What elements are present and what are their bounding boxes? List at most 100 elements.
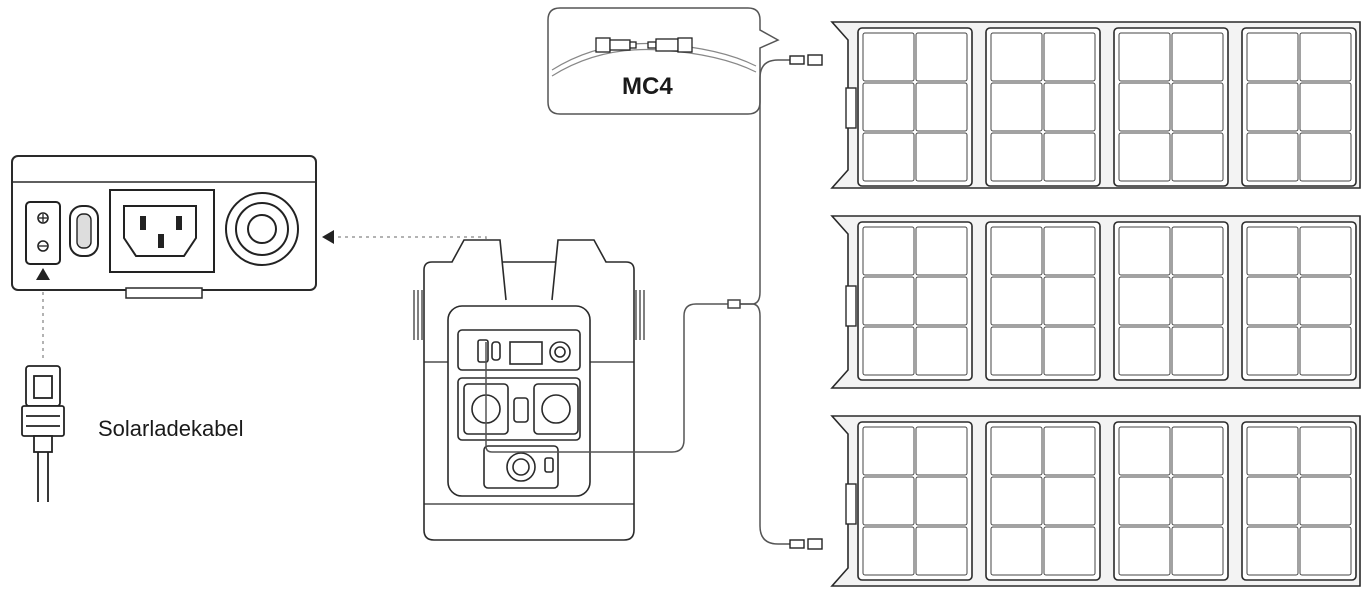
solar-cell — [1299, 132, 1352, 182]
solar-cell — [1043, 476, 1096, 526]
arrow-up-icon — [36, 268, 50, 280]
port-panel-closeup — [11, 155, 334, 299]
solar-array — [830, 21, 1361, 587]
solar-cell — [862, 476, 915, 526]
solar-cell — [1118, 132, 1171, 182]
solar-module — [1241, 27, 1357, 187]
solar-cell — [990, 132, 1043, 182]
solar-cell — [862, 226, 915, 276]
arrow-left-icon — [322, 230, 334, 244]
solar-cell — [1043, 526, 1096, 576]
solar-cell — [1299, 476, 1352, 526]
power-station — [413, 239, 645, 541]
solar-cell — [862, 276, 915, 326]
rocker-switch-icon — [69, 205, 99, 257]
solar-cell — [1043, 32, 1096, 82]
solar-cell — [1043, 426, 1096, 476]
solar-cell — [915, 32, 968, 82]
solar-cell — [1171, 82, 1224, 132]
solar-cell — [1043, 226, 1096, 276]
solar-cell — [1299, 226, 1352, 276]
solar-cable-plug-icon — [21, 365, 65, 502]
solar-module — [985, 421, 1101, 581]
solar-cell — [1299, 526, 1352, 576]
solar-cable-label: Solarladekabel — [98, 416, 244, 441]
solar-cell — [915, 326, 968, 376]
solar-cell — [1171, 426, 1224, 476]
mc4-connector-icon — [595, 37, 693, 53]
solar-cell — [1171, 226, 1224, 276]
solar-cell — [1171, 132, 1224, 182]
solar-cell — [1246, 226, 1299, 276]
solar-cell — [990, 276, 1043, 326]
solar-cell — [1246, 476, 1299, 526]
mc4-label: MC4 — [622, 73, 673, 100]
solar-cell — [1118, 226, 1171, 276]
solar-cell — [1299, 32, 1352, 82]
solar-cell — [1118, 326, 1171, 376]
solar-module — [985, 27, 1101, 187]
solar-module — [985, 221, 1101, 381]
solar-cell — [1246, 326, 1299, 376]
solar-cell — [862, 132, 915, 182]
ac-socket-icon — [109, 189, 215, 273]
xt60-port-icon — [25, 201, 61, 265]
solar-cell — [990, 32, 1043, 82]
round-connector-icon — [225, 192, 299, 266]
solar-cell — [1171, 32, 1224, 82]
solar-cell — [1299, 426, 1352, 476]
solar-cell — [1043, 82, 1096, 132]
solar-module — [1241, 221, 1357, 381]
solar-cell — [1299, 276, 1352, 326]
solar-module — [857, 27, 973, 187]
solar-cell — [862, 326, 915, 376]
solar-cell — [1246, 32, 1299, 82]
solar-module — [1113, 421, 1229, 581]
solar-cell — [1118, 82, 1171, 132]
solar-cable-route — [485, 59, 790, 545]
mc4-connector-icon — [789, 54, 823, 550]
solar-cell — [1246, 132, 1299, 182]
solar-cell — [990, 226, 1043, 276]
solar-cell — [1118, 32, 1171, 82]
solar-cell — [990, 526, 1043, 576]
solar-cell — [1246, 426, 1299, 476]
solar-cell — [1118, 476, 1171, 526]
solar-module — [1113, 27, 1229, 187]
solar-module — [857, 221, 973, 381]
solar-cell — [1246, 82, 1299, 132]
solar-cell — [1043, 132, 1096, 182]
solar-cell — [915, 226, 968, 276]
vent-right — [635, 290, 645, 340]
solar-cell — [1171, 326, 1224, 376]
solar-cell — [1246, 276, 1299, 326]
solar-module — [1241, 421, 1357, 581]
solar-cell — [1299, 326, 1352, 376]
solar-cell — [915, 526, 968, 576]
solar-module — [1113, 221, 1229, 381]
solar-cell — [990, 426, 1043, 476]
solar-cell — [915, 476, 968, 526]
solar-cell — [862, 426, 915, 476]
solar-cell — [1118, 526, 1171, 576]
solar-cell — [1171, 526, 1224, 576]
solar-cell — [990, 476, 1043, 526]
solar-cell — [915, 276, 968, 326]
solar-cell — [1246, 526, 1299, 576]
solar-cell — [1171, 276, 1224, 326]
solar-cell — [1043, 326, 1096, 376]
solar-cell — [915, 426, 968, 476]
solar-cell — [990, 326, 1043, 376]
vent-left — [413, 290, 423, 340]
solar-cell — [1118, 276, 1171, 326]
solar-cell — [915, 132, 968, 182]
solar-cell — [862, 526, 915, 576]
solar-cell — [1118, 426, 1171, 476]
solar-cell — [862, 32, 915, 82]
solar-cell — [862, 82, 915, 132]
solar-cell — [1299, 82, 1352, 132]
solar-module — [857, 421, 973, 581]
solar-cell — [990, 82, 1043, 132]
solar-cell — [915, 82, 968, 132]
